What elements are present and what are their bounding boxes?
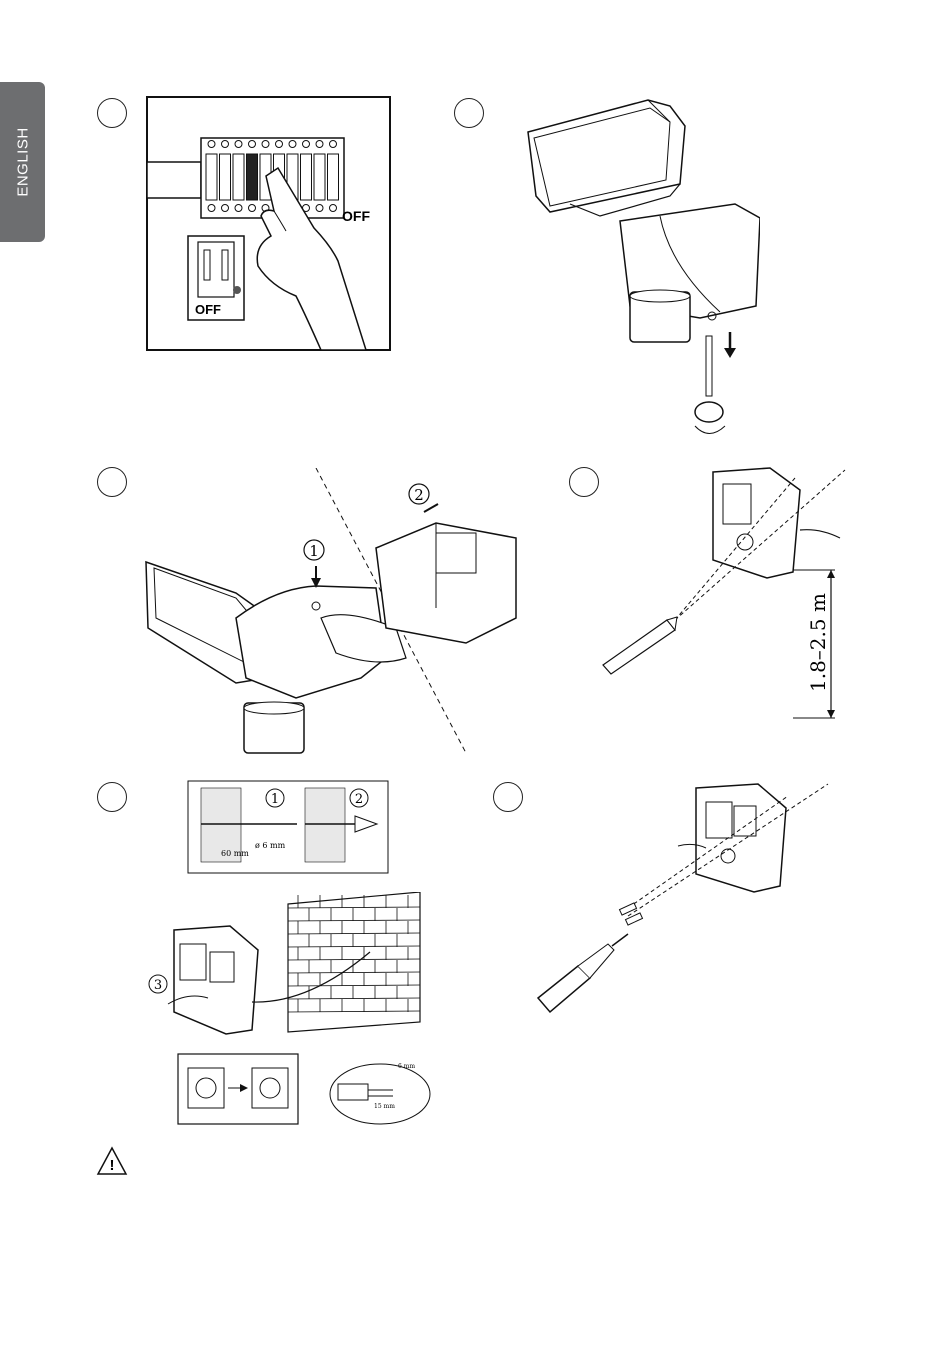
step-3-circle [97, 467, 127, 497]
drill-diameter-label: ø 6 mm [255, 841, 286, 850]
language-tab: ENGLISH [0, 82, 45, 242]
screwdriver-icon [695, 336, 725, 434]
step-5-marker-2: 2 [355, 792, 363, 807]
warning-icon: ! [96, 1146, 128, 1176]
breaker-module [233, 154, 244, 200]
step-1-circle [97, 98, 127, 128]
mounting-height-label: 1.8–2.5 m [806, 593, 830, 692]
step-3-marker-1: 1 [309, 542, 319, 560]
step-2-remove-screw-illustration [520, 96, 760, 441]
step-3-marker-2: 2 [414, 486, 424, 504]
step-3-slide-bracket-illustration: 1 2 [136, 468, 536, 758]
breaker-module [328, 154, 339, 200]
language-label: ENGLISH [14, 127, 31, 196]
step-2-circle [454, 98, 484, 128]
breaker-module [206, 154, 217, 200]
drill-depth-label: 60 mm [221, 849, 249, 858]
step-1-breaker-illustration: OFF OFF [146, 96, 392, 352]
step-5-marker-1: 1 [271, 792, 279, 807]
breaker-module [220, 154, 231, 200]
step-5-circle [97, 782, 127, 812]
step-6-fix-bracket-illustration [528, 776, 838, 1016]
warning-symbol: ! [110, 1157, 115, 1174]
strip-length-long: 15 mm [374, 1103, 395, 1110]
step-4-mark-holes-illustration: 1.8–2.5 m [595, 460, 855, 725]
pencil-icon [603, 617, 677, 674]
step-5-wiring-illustration: 3 6 mm 15 mm [148, 892, 438, 1132]
step-6-circle [493, 782, 523, 812]
breaker-module [301, 154, 312, 200]
breaker-module [314, 154, 325, 200]
step-5-drill-plug-illustration: 1 2 ø 6 mm 60 mm [187, 780, 389, 874]
breaker-module [247, 154, 258, 200]
off-label-main: OFF [342, 208, 370, 224]
strip-length-short: 6 mm [398, 1063, 415, 1070]
step-5-marker-3: 3 [154, 978, 162, 993]
screwdriver-icon [538, 934, 628, 1012]
off-label-switch: OFF [195, 302, 221, 317]
